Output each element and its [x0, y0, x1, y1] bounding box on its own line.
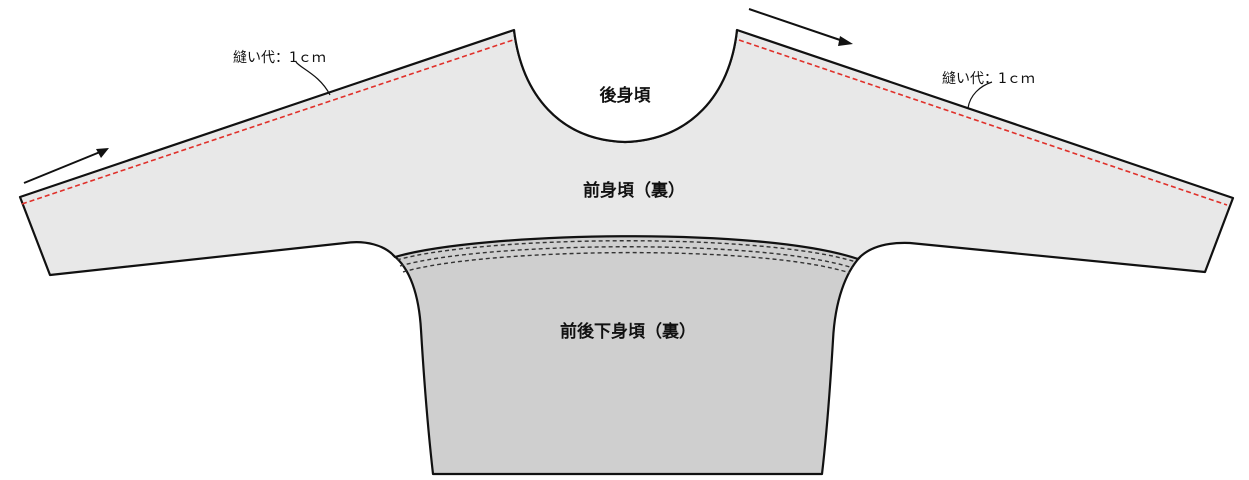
seam-allowance-label-left: 縫い代：1ｃｍ: [233, 50, 326, 66]
lower-bodice-piece: [391, 234, 862, 476]
front-bodice-label: 前身頃（裏）: [583, 180, 685, 201]
stitch-line-1: [396, 240, 857, 263]
leader-line-right: [967, 81, 993, 109]
neckline-opening: [514, 30, 737, 142]
lower-bodice-label: 前後下身頃（裏）: [560, 321, 696, 342]
seam-line-left-shoulder: [21, 39, 514, 205]
stitch-line-2: [399, 246, 854, 269]
arrow-right-icon: [748, 8, 853, 46]
seam-allowance-label-right: 縫い代：1ｃｍ: [942, 71, 1035, 87]
back-bodice-label: 後身頃: [600, 85, 652, 106]
seam-line-right-shoulder: [738, 39, 1228, 206]
leader-line-left: [295, 61, 331, 96]
arrow-left-icon: [23, 148, 109, 184]
stitch-line-3: [402, 251, 851, 274]
neckline-curve: [512, 29, 739, 144]
